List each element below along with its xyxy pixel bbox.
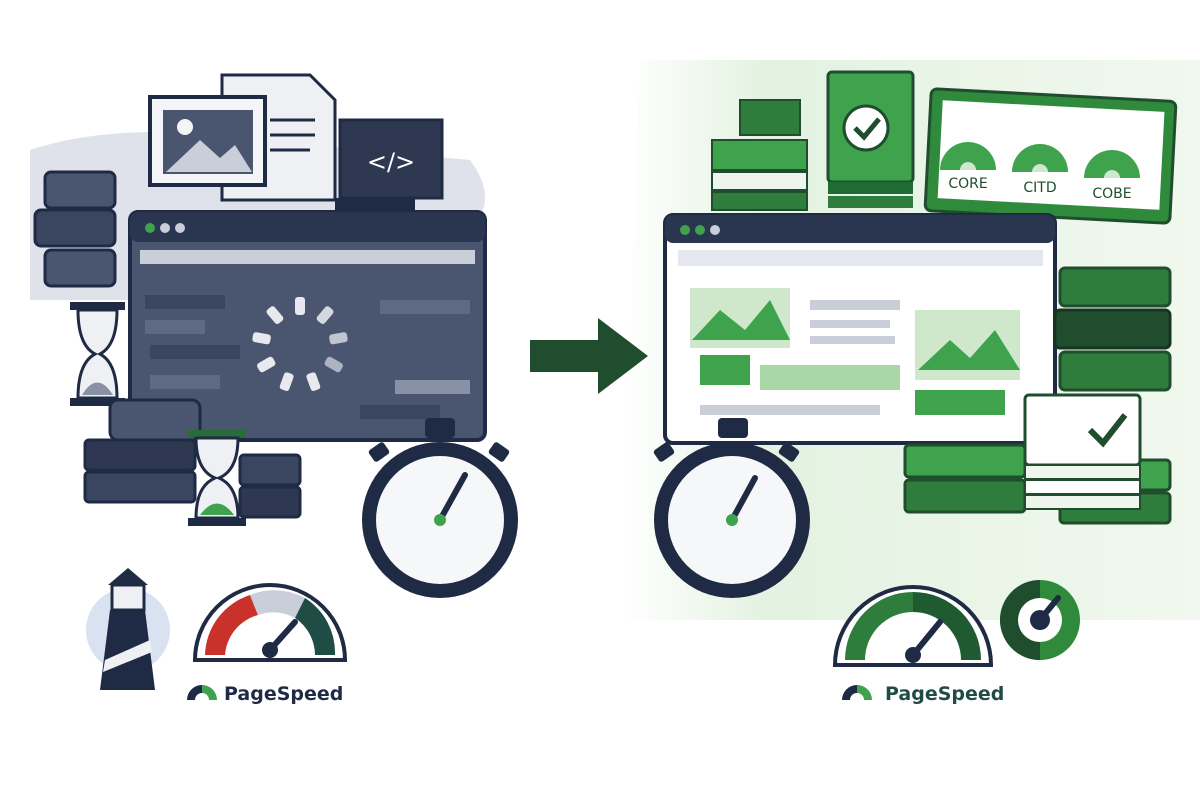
code-icon: </> [335, 118, 444, 212]
pagespeed-label-before: PageSpeed [224, 683, 343, 705]
checklist-stack-icon [1023, 393, 1142, 510]
checkmark-icon [842, 104, 890, 152]
slow-browser-window [128, 210, 487, 442]
checkmark-icon [1087, 413, 1128, 448]
pagespeed-logo: PageSpeed [187, 683, 343, 705]
pagespeed-logo-icon [187, 685, 217, 700]
server-icon [83, 398, 302, 519]
server-icon [1053, 266, 1172, 392]
server-icon [33, 170, 117, 288]
stopwatch-icon [362, 418, 518, 598]
document-stack-icon [711, 99, 808, 211]
checklist-stack-icon [826, 70, 915, 208]
metric-label-1: CORE [948, 176, 987, 192]
speed-gauge-icon [832, 585, 994, 667]
metric-gauge-2: CITD [1012, 144, 1068, 196]
speed-gauge-icon [192, 583, 348, 662]
hourglass-icon [70, 302, 125, 406]
metric-gauge-3: COBE [1084, 150, 1140, 202]
lighthouse-icon [86, 568, 170, 690]
metric-label-2: CITD [1023, 180, 1056, 196]
arrow-right-icon [530, 318, 648, 394]
loading-spinner-icon [252, 297, 348, 391]
pagespeed-logo: PageSpeed [842, 683, 1004, 705]
core-web-vitals-panel: CORE CITD COBE [923, 87, 1178, 225]
hourglass-icon [188, 430, 246, 526]
metric-label-3: COBE [1092, 186, 1131, 202]
stopwatch-icon [653, 418, 810, 598]
pagespeed-logo-icon [842, 685, 872, 700]
pagespeed-label-after: PageSpeed [885, 683, 1004, 705]
image-icon [148, 95, 267, 187]
code-card-label: </> [367, 148, 415, 176]
metric-gauge-1: CORE [940, 142, 996, 192]
fast-browser-window [663, 213, 1057, 445]
performance-score-ring-icon [1000, 580, 1080, 660]
